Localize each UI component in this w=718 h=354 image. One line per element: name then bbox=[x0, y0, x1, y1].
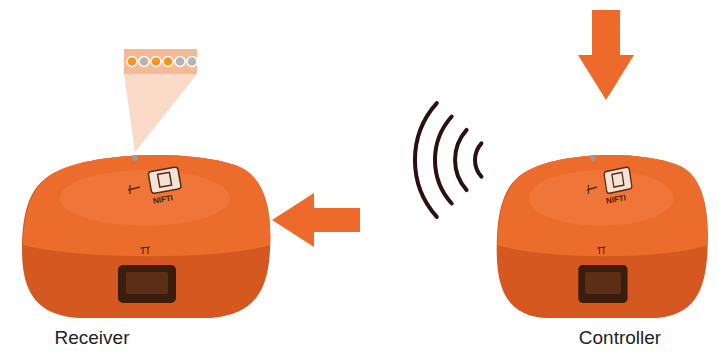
radio-waves bbox=[415, 103, 481, 217]
device-top bbox=[498, 155, 708, 256]
signal-arrow bbox=[272, 208, 493, 232]
device-shell bbox=[497, 155, 708, 318]
device-shell bbox=[22, 155, 270, 318]
device-highlight bbox=[529, 170, 674, 226]
press-arrow bbox=[578, 10, 634, 100]
slot-inner bbox=[126, 272, 168, 294]
led-strip bbox=[124, 49, 197, 74]
device-body bbox=[22, 155, 270, 318]
device-node: NIFTIController bbox=[493, 140, 718, 354]
led-lights bbox=[127, 57, 197, 67]
device-symbol bbox=[140, 247, 150, 254]
device-symbol bbox=[128, 185, 140, 194]
device-symbol bbox=[597, 247, 606, 254]
callout-wedge bbox=[124, 74, 197, 152]
device-node: NIFTIReceiver bbox=[15, 140, 272, 354]
device-slot bbox=[118, 265, 176, 303]
device-body bbox=[497, 155, 708, 318]
device-slot bbox=[578, 265, 627, 303]
device-button bbox=[590, 155, 595, 161]
device-top bbox=[23, 155, 270, 256]
device-button bbox=[132, 155, 138, 161]
device-label: Controller bbox=[545, 326, 695, 349]
device-outline bbox=[493, 140, 718, 354]
slot-inner bbox=[585, 272, 621, 294]
logo-mark bbox=[604, 167, 632, 194]
device-label: Receiver bbox=[17, 326, 167, 349]
device-symbol bbox=[587, 185, 597, 194]
device-outline bbox=[15, 140, 272, 354]
logo-mark bbox=[148, 167, 181, 194]
device-highlight bbox=[60, 170, 230, 226]
